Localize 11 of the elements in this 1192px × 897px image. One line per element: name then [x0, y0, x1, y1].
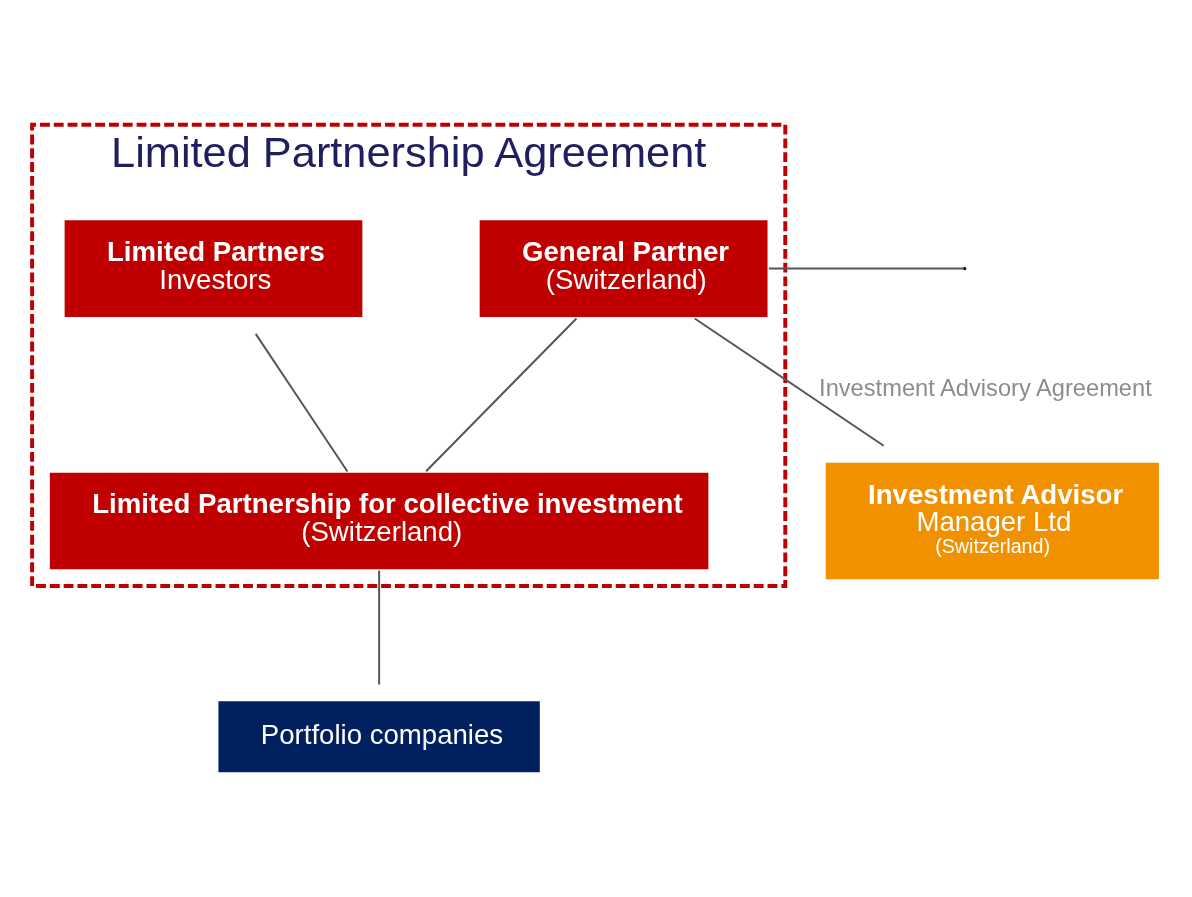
connector [378, 569, 381, 686]
node-box: Limited Partnership for collective investment (Switzerland) [47, 470, 711, 571]
connector [693, 316, 885, 447]
connector [767, 267, 965, 270]
connector [254, 332, 349, 472]
node-box: Investment Advisor Manager Ltd (Switzerland) [823, 460, 1161, 581]
node-box: General Partner (Switzerland) [477, 217, 770, 319]
node-box: Portfolio companies [216, 698, 542, 774]
connector [425, 316, 578, 472]
edge-label: Investment Advisory Agreement [819, 374, 1152, 401]
node-box: Limited Partners Investors [62, 217, 365, 319]
